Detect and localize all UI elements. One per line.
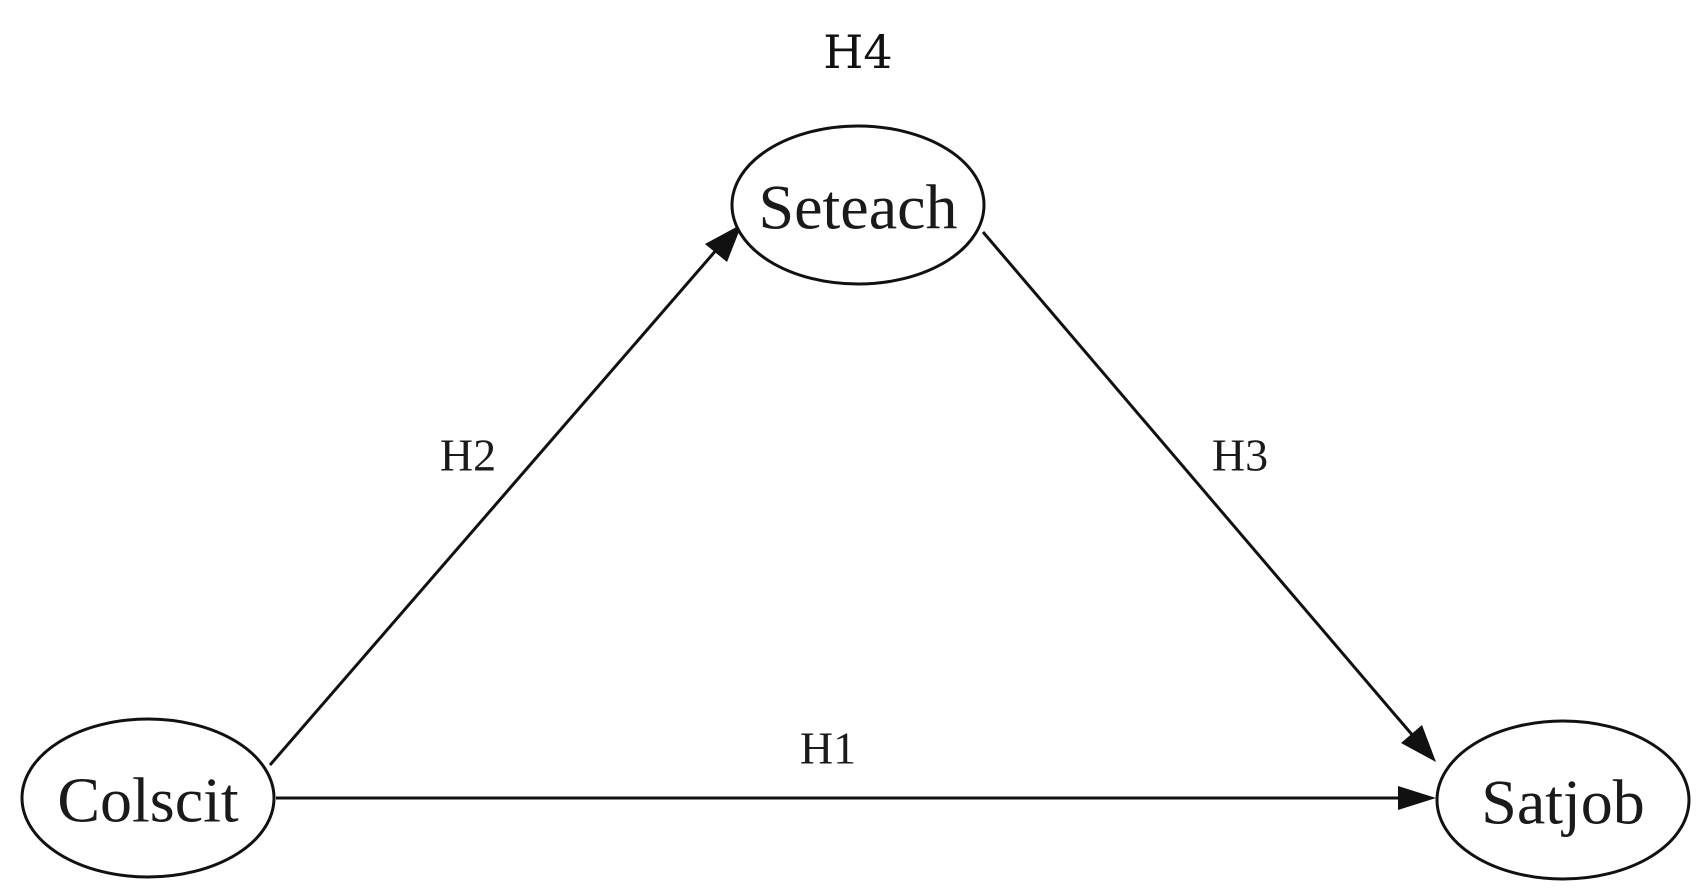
node-satjob-label: Satjob bbox=[1481, 767, 1645, 838]
edge-h2 bbox=[268, 224, 742, 766]
node-satjob: Satjob bbox=[1435, 719, 1691, 881]
node-colscit: Colscit bbox=[20, 717, 276, 879]
edge-h3-arrowhead bbox=[1401, 725, 1436, 762]
top-hypothesis-label: H4 bbox=[823, 25, 892, 79]
node-seteach: Seteach bbox=[730, 124, 986, 286]
node-seteach-ellipse bbox=[730, 124, 986, 286]
edge-h2-line bbox=[268, 247, 720, 766]
node-seteach-label: Seteach bbox=[759, 172, 958, 243]
node-colscit-label: Colscit bbox=[57, 765, 239, 836]
edge-h1-arrowhead bbox=[1398, 786, 1436, 810]
edge-h1 bbox=[276, 786, 1436, 810]
node-satjob-ellipse bbox=[1435, 719, 1691, 881]
edge-h2-label: H2 bbox=[440, 430, 496, 481]
edge-h2-arrowhead bbox=[705, 224, 742, 262]
edge-h3 bbox=[981, 231, 1436, 762]
edge-h1-label: H1 bbox=[800, 723, 856, 774]
node-colscit-ellipse bbox=[20, 717, 276, 879]
edge-h3-label: H3 bbox=[1212, 430, 1268, 481]
edge-h3-line bbox=[981, 231, 1416, 738]
